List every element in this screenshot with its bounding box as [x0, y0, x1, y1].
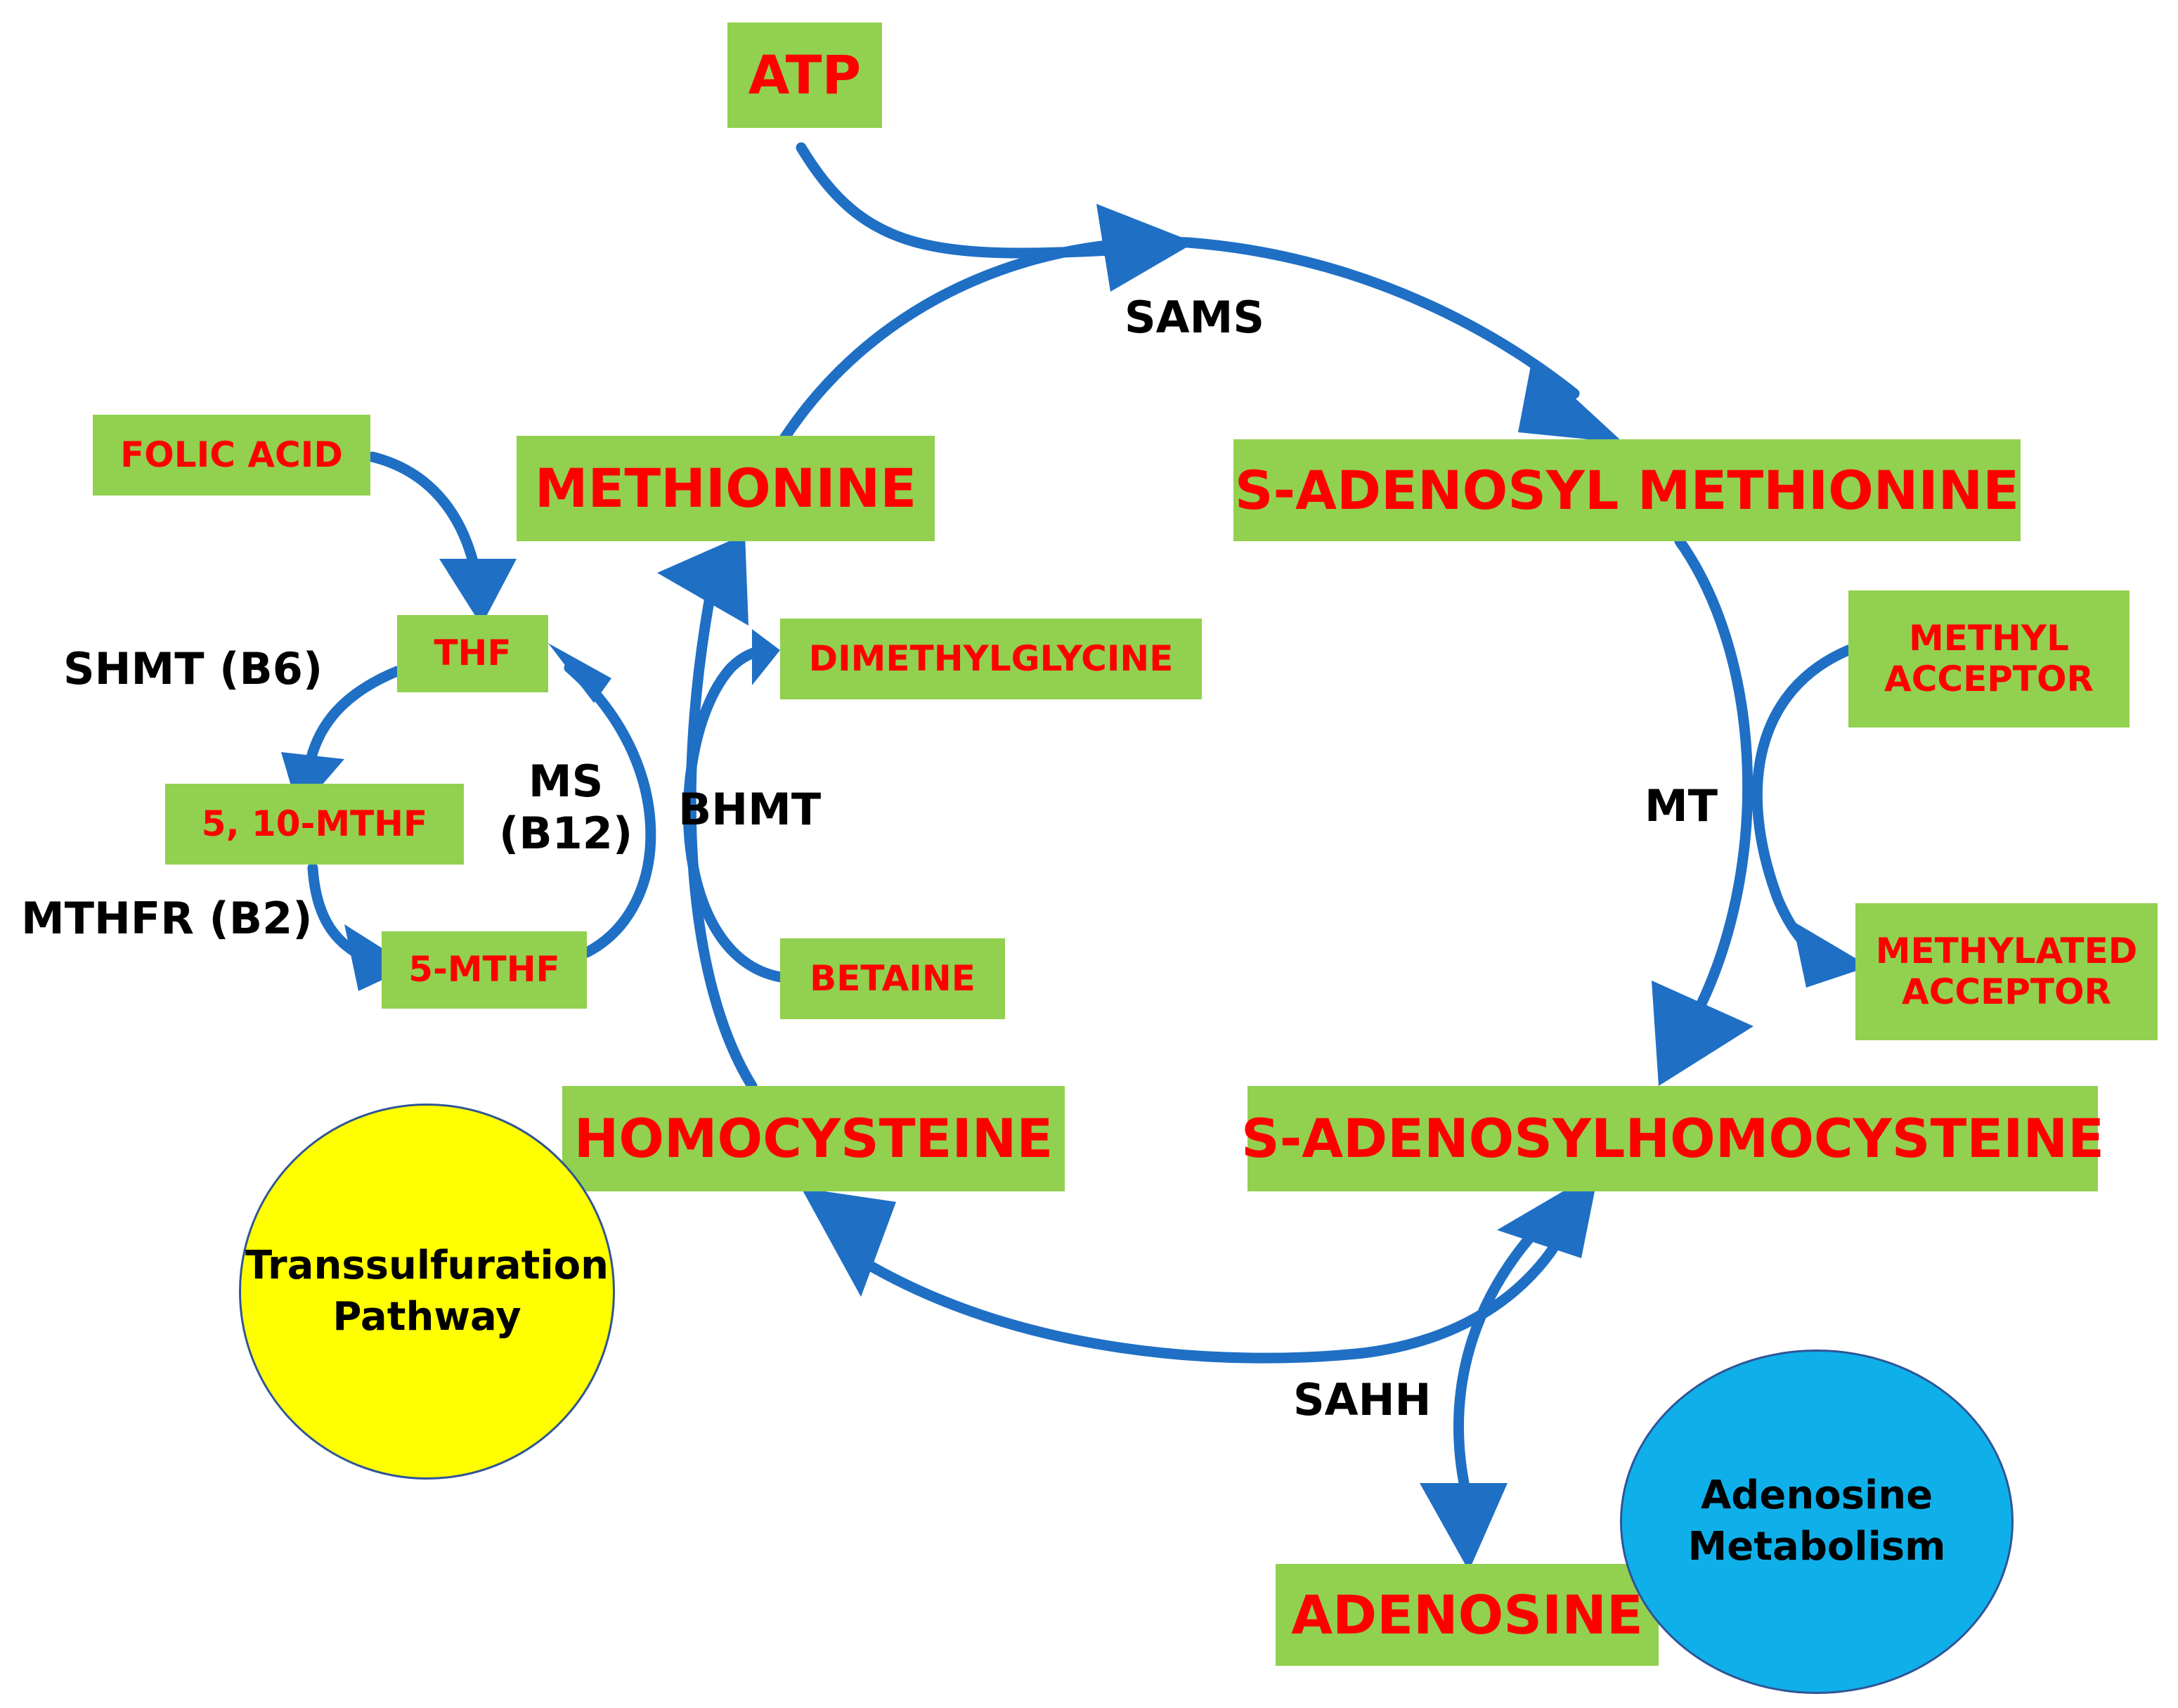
enzyme-ms-line-2: (B12) — [499, 808, 633, 860]
adenosine-metabolism-circle: Adenosine Metabolism — [1620, 1350, 2014, 1694]
methylated-acceptor-line-1: METHYLATED — [1875, 931, 2138, 971]
node-methylated-acceptor: METHYLATED ACCEPTOR — [1855, 903, 2158, 1040]
arrow-thf-to-510mthf — [304, 666, 403, 772]
adenosine-metabolism-line-2: Metabolism — [1687, 1524, 1946, 1570]
transsulfuration-pathway-circle: Transsulfuration Pathway — [239, 1104, 615, 1480]
arrowhead-adenosine — [1420, 1483, 1508, 1571]
node-homocysteine: HOMOCYSTEINE — [562, 1086, 1065, 1191]
arrowhead-homocysteine — [801, 1188, 896, 1297]
arrow-5mthf-to-thf — [564, 662, 656, 958]
node-5-10-mthf: 5, 10-MTHF — [165, 784, 464, 865]
arrow-homocysteine-to-methionine — [685, 592, 758, 1092]
transsulfuration-line-1: Transsulfuration — [245, 1242, 609, 1288]
arrow-methyl-to-methylated — [1751, 645, 1854, 958]
arrowhead-sam — [1518, 358, 1623, 443]
adenosine-metabolism-line-1: Adenosine — [1700, 1473, 1933, 1519]
enzyme-mt: MT — [1645, 780, 1718, 832]
transsulfuration-line-2: Pathway — [332, 1293, 521, 1340]
arrowhead-methylated — [1792, 921, 1869, 988]
arrow-atp-to-cycle — [796, 142, 1130, 259]
enzyme-ms-line-1: MS — [528, 756, 604, 807]
node-folic-acid: FOLIC ACID — [93, 415, 370, 496]
arrow-sam-to-sah — [1674, 536, 1754, 1025]
arrowhead-dimethylglycine — [752, 629, 780, 685]
enzyme-ms: MS (B12) — [499, 756, 633, 860]
node-methionine: METHIONINE — [517, 436, 935, 541]
arrowhead-5mthf — [344, 924, 411, 991]
enzyme-sams: SAMS — [1124, 292, 1264, 343]
node-betaine: BETAINE — [780, 938, 1005, 1019]
enzyme-sahh: SAHH — [1293, 1374, 1432, 1425]
arrow-folic-acid-to-thf — [367, 451, 482, 582]
arrowhead-thf-return — [548, 643, 611, 703]
arrowhead-sams — [1096, 204, 1195, 292]
methyl-acceptor-line-1: METHYL — [1909, 618, 2069, 659]
arrowhead-methionine — [657, 534, 748, 626]
enzyme-shmt: SHMT (B6) — [63, 643, 323, 694]
enzyme-mthfr: MTHFR (B2) — [21, 893, 313, 944]
node-5-mthf: 5-MTHF — [382, 931, 587, 1009]
arrowhead-sah — [1652, 981, 1754, 1086]
node-thf: THF — [397, 615, 548, 692]
arrowhead-sah-bottom — [1497, 1170, 1599, 1258]
node-methyl-acceptor: METHYL ACCEPTOR — [1848, 590, 2130, 727]
arrow-sah-homocysteine — [852, 1203, 1580, 1364]
node-atp: ATP — [727, 22, 882, 128]
node-dimethylglycine: DIMETHYLGLYCINE — [780, 619, 1202, 699]
node-s-adenosyl-methionine: S-ADENOSYL METHIONINE — [1233, 439, 2021, 541]
methylated-acceptor-line-2: ACCEPTOR — [1902, 971, 2111, 1012]
arrowhead-thf — [439, 559, 517, 626]
enzyme-bhmt: BHMT — [678, 784, 822, 835]
arrow-betaine-to-dimethylglycine — [682, 645, 786, 983]
node-adenosine: ADENOSINE — [1276, 1564, 1659, 1666]
arrow-sah-to-adenosine — [1453, 1214, 1552, 1496]
methyl-acceptor-line-2: ACCEPTOR — [1884, 658, 2094, 699]
node-s-adenosylhomocysteine: S-ADENOSYLHOMOCYSTEINE — [1241, 1086, 2104, 1191]
